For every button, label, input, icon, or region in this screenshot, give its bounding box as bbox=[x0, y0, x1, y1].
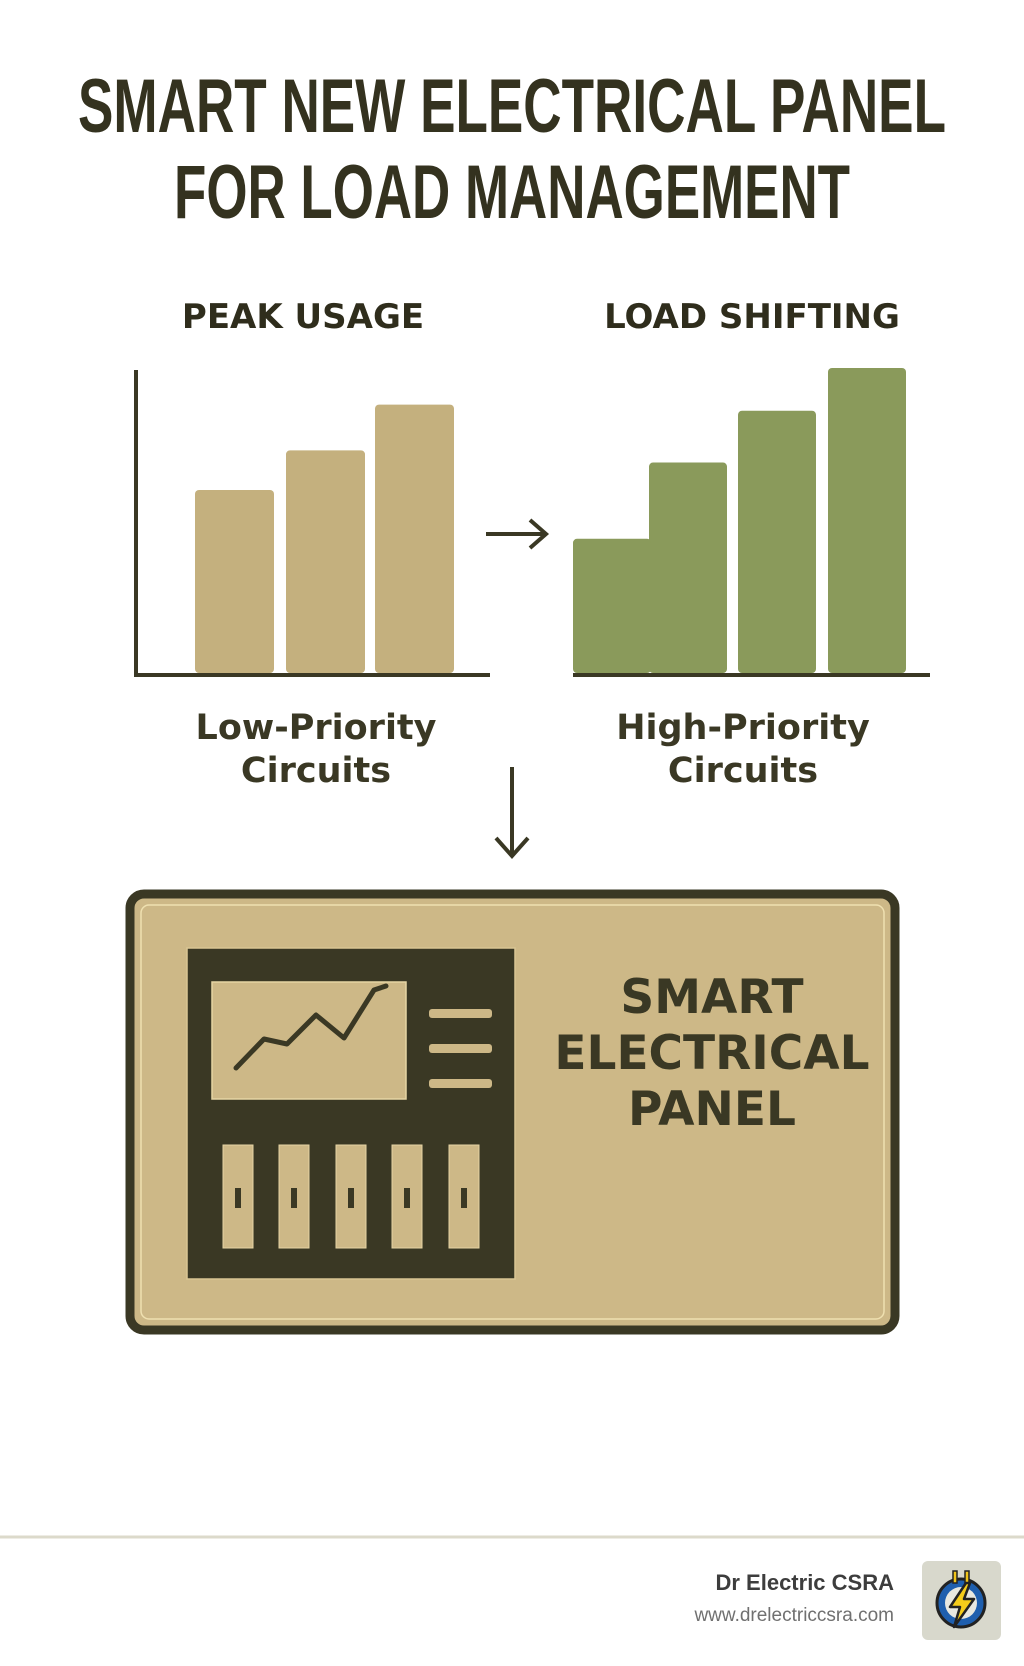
breaker-slot bbox=[404, 1188, 410, 1208]
title-line-2: FOR LOAD MANAGEMENT bbox=[174, 150, 850, 235]
brand-name: Dr Electric CSRA bbox=[715, 1570, 894, 1595]
bar bbox=[375, 404, 454, 673]
bar bbox=[573, 538, 651, 673]
bar bbox=[738, 410, 816, 673]
bar bbox=[286, 450, 365, 673]
circuits-label-right: Circuits bbox=[668, 751, 818, 791]
bar bbox=[195, 490, 274, 673]
peak-usage-heading: PEAK USAGE bbox=[182, 297, 424, 337]
breaker-slot bbox=[291, 1188, 297, 1208]
trend-line-icon bbox=[233, 983, 389, 1071]
brand-logo bbox=[922, 1561, 1001, 1640]
lightning-plug-icon bbox=[935, 1570, 987, 1629]
breaker-slot bbox=[461, 1188, 467, 1208]
low-priority-label: Low-Priority bbox=[196, 708, 437, 748]
title-line-1: SMART NEW ELECTRICAL PANEL bbox=[78, 64, 946, 149]
high-priority-label: High-Priority bbox=[616, 708, 870, 748]
circuits-label-left: Circuits bbox=[241, 751, 391, 791]
bar bbox=[828, 368, 906, 673]
smart-panel-illustration: SMART ELECTRICAL PANEL bbox=[125, 889, 900, 1335]
brand-url[interactable]: www.drelectriccsra.com bbox=[694, 1605, 894, 1626]
peak-usage-chart bbox=[134, 370, 490, 677]
breaker-slot bbox=[235, 1188, 241, 1208]
display-screen bbox=[211, 981, 407, 1100]
right-arrow-icon bbox=[486, 518, 550, 550]
panel-text-panel: PANEL bbox=[628, 1082, 796, 1137]
menu-line bbox=[429, 1079, 492, 1088]
panel-text-electrical: ELECTRICAL bbox=[554, 1026, 869, 1081]
panel-text-smart: SMART bbox=[620, 970, 803, 1025]
footer-brand: Dr Electric CSRA www.drelectriccsra.com bbox=[694, 1570, 894, 1627]
load-shifting-heading: LOAD SHIFTING bbox=[604, 297, 900, 337]
breaker-slot bbox=[348, 1188, 354, 1208]
bar bbox=[649, 462, 727, 673]
down-arrow-icon bbox=[494, 767, 530, 860]
menu-line bbox=[429, 1044, 492, 1053]
menu-line bbox=[429, 1009, 492, 1018]
load-shifting-chart bbox=[573, 368, 930, 677]
